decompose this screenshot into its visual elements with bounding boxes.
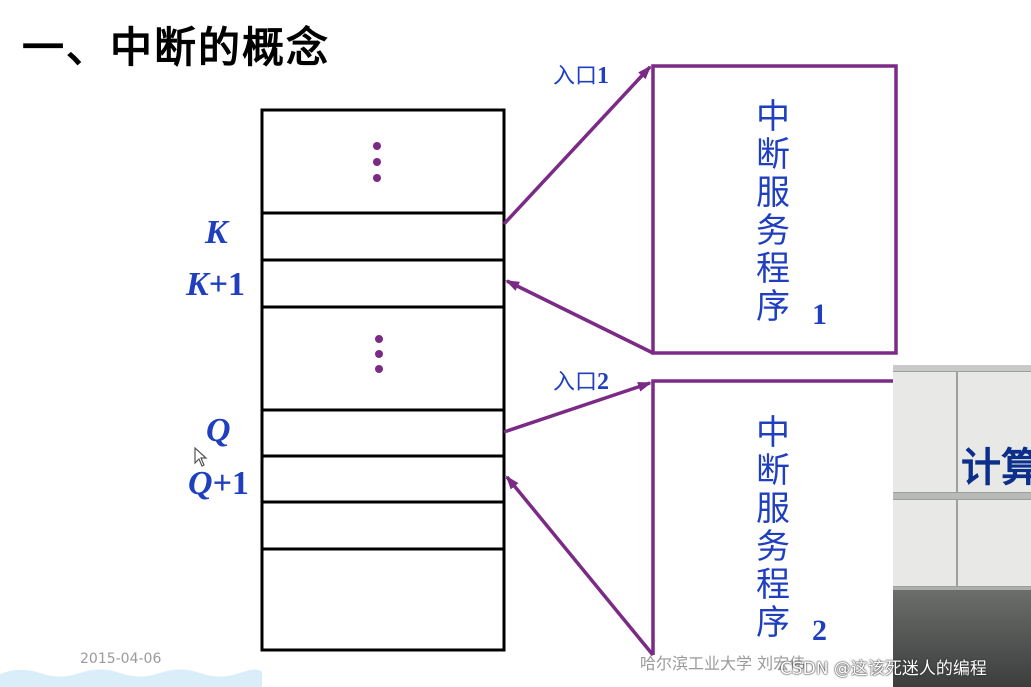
isr-1-number: 1 [812,298,827,332]
label-q: Q [206,412,231,450]
arrow-return-2 [507,477,653,655]
arrow-entry-1 [504,67,650,224]
memory-table [262,110,504,650]
isr-2-number: 2 [812,614,827,648]
video-wall-panel [957,499,1031,587]
arrow-return-1 [507,281,653,353]
csdn-watermark: CSDN @这该死迷人的编程 [780,654,987,679]
lecturer-video-overlay[interactable]: 计算 [893,365,1031,687]
vertical-ellipsis-icon [373,142,381,182]
video-wall-panel [893,371,957,493]
video-wall-panel [893,499,957,587]
memory-outline [262,110,504,650]
label-k-plus-1: K+1 [186,266,245,304]
footer-date: 2015-04-06 [80,651,161,667]
label-k: K [205,214,228,252]
mouse-pointer-icon [194,447,208,467]
vertical-ellipsis-icon [375,335,383,373]
video-sign-text: 计算 [961,435,1031,493]
label-q-plus-1: Q+1 [188,465,249,503]
footer-wave-decoration [0,664,262,687]
isr-2-label: 中 断 服 务 程 序 [753,414,793,642]
isr-1-label: 中 断 服 务 程 序 [753,98,793,326]
entry-label-2: 入口2 [553,364,609,396]
entry-label-1: 入口1 [553,58,609,90]
